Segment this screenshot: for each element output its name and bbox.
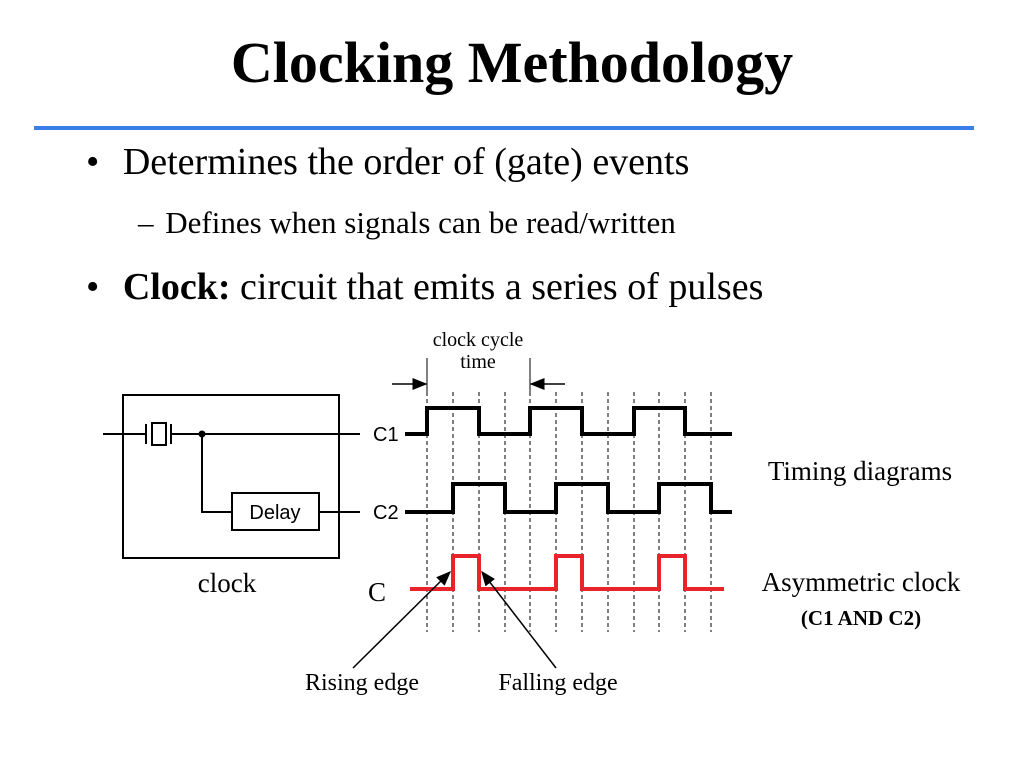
crystal-icon [151, 422, 167, 446]
bullet-2-bold: Clock: [122, 266, 231, 308]
delay-label: Delay [249, 502, 300, 524]
cycle-label-line2: time [460, 351, 496, 373]
falling-edge-label: Falling edge [498, 670, 617, 696]
timing-guides [426, 392, 712, 632]
bullet-2: • Clock: circuit that emits a series of … [86, 265, 763, 309]
asymmetric-clock-label: Asymmetric clock [762, 567, 961, 597]
sub-bullet-marker: – [138, 205, 154, 240]
c1-label: C1 [373, 424, 399, 446]
bullet-marker: • [86, 141, 100, 183]
slide-title: Clocking Methodology [230, 30, 794, 95]
c-label: C [368, 577, 386, 607]
cycle-time-annotation: clock cycle time [392, 329, 565, 392]
delay-box [231, 492, 320, 531]
sub-bullet-1-text: Defines when signals can be read/written [165, 205, 676, 240]
rising-edge-label: Rising edge [305, 670, 419, 696]
bullet-2-text: circuit that emits a series of pulses [230, 266, 764, 308]
cycle-label-line1: clock cycle [433, 329, 524, 351]
c-waveform [410, 554, 724, 591]
bullet-marker: • [86, 266, 100, 308]
c2-label: C2 [373, 502, 399, 524]
title-divider [34, 126, 974, 130]
c1-waveform [405, 406, 732, 436]
timing-diagrams-label: Timing diagrams [768, 456, 952, 486]
rising-edge-pointer [352, 570, 452, 669]
bullet-1-text: Determines the order of (gate) events [122, 141, 690, 183]
falling-edge-pointer [481, 570, 557, 669]
circuit-box [122, 394, 340, 559]
bullet-1: • Determines the order of (gate) events [86, 140, 689, 184]
c2-waveform [405, 482, 732, 514]
clock-circuit: Delay clock [103, 394, 360, 598]
asymmetric-clock-sublabel: (C1 AND C2) [801, 606, 921, 630]
clock-caption: clock [198, 568, 257, 598]
delay-feed-wire [201, 434, 232, 513]
sub-bullet-1: – Defines when signals can be read/writt… [138, 205, 676, 241]
